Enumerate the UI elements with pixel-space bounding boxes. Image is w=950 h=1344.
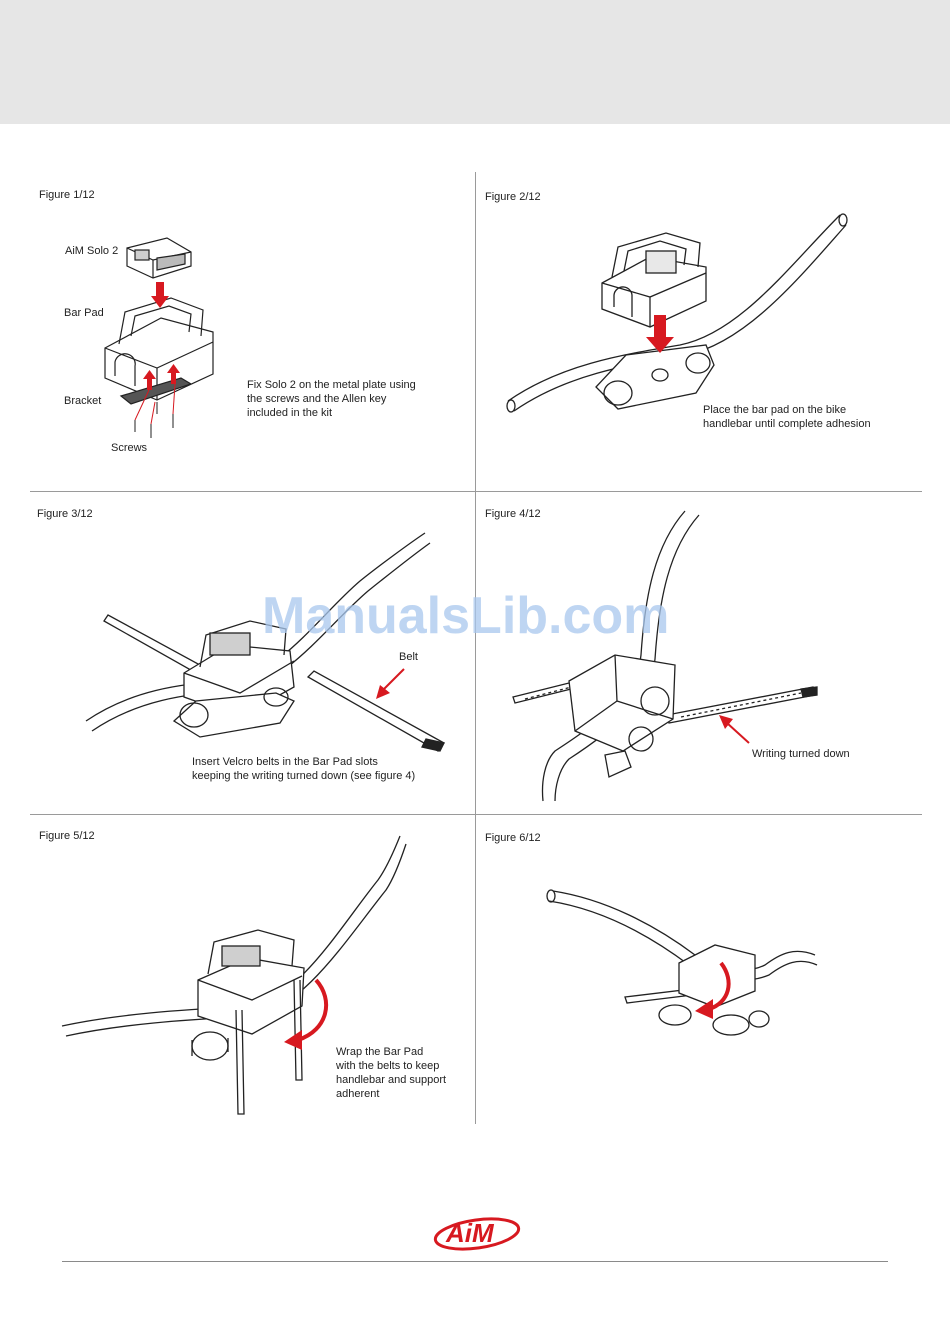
aim-logo-text: AiM (445, 1218, 495, 1248)
grid-divider-row2 (30, 814, 922, 815)
figure-3-label: Figure 3/12 (37, 508, 93, 520)
watermark: ManualsLib.com (262, 587, 670, 645)
figure-3-caption: Insert Velcro belts in the Bar Pad slots… (192, 756, 416, 782)
figure-1-callout-device: AiM Solo 2 (65, 245, 119, 257)
figure-2-label: Figure 2/12 (485, 191, 541, 203)
figure-1-label: Figure 1/12 (39, 189, 95, 201)
figure-6-label: Figure 6/12 (485, 832, 541, 844)
figure-1-callout-bracket: Bracket (64, 395, 102, 407)
figure-4-callout-writing: Writing turned down (752, 748, 850, 760)
figure-1-callout-pad: Bar Pad (64, 307, 104, 319)
figure-1-illustration (104, 237, 214, 438)
figure-5-caption: Wrap the Bar Pad with the belts to keep … (336, 1046, 447, 1100)
grid-divider-vertical (475, 172, 476, 1124)
aim-logo: AiM (433, 1217, 521, 1251)
header-band (0, 0, 950, 124)
figure-6-illustration (546, 889, 818, 1036)
figure-2-caption: Place the bar pad on the bike handlebar … (703, 404, 871, 430)
figure-2-illustration (506, 213, 848, 413)
figure-5-illustration (61, 835, 407, 1115)
figure-1-caption: Fix Solo 2 on the metal plate using the … (247, 379, 416, 419)
figure-3-callout-belt: Belt (399, 651, 418, 663)
figure-3-illustration (85, 532, 445, 752)
figure-4-label: Figure 4/12 (485, 508, 541, 520)
grid-divider-row1 (30, 491, 922, 492)
figure-4-illustration (512, 510, 818, 802)
figure-5-label: Figure 5/12 (39, 830, 95, 842)
footer-divider (62, 1261, 888, 1262)
figure-1-callout-screws: Screws (111, 442, 148, 454)
